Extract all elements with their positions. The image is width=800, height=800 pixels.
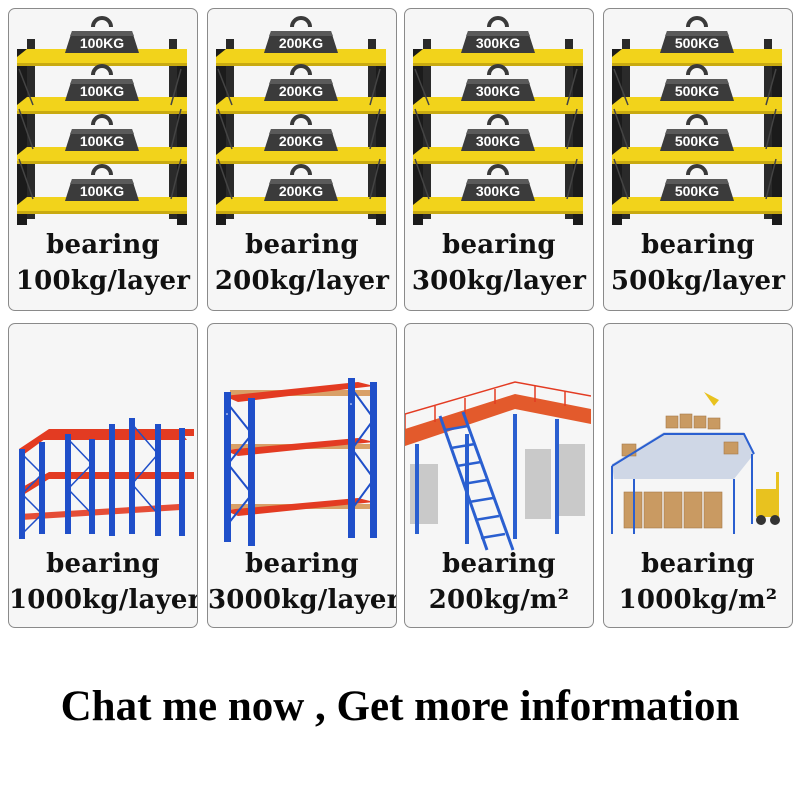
heavy-rack-image — [224, 378, 377, 546]
weight-label: 100KG — [80, 35, 124, 51]
card-caption-line2: 500kg/layer — [610, 266, 786, 296]
product-grid: 100KG 100KG 100KG 100KG bearing 100kg/layer… — [8, 8, 793, 628]
weight-label: 100KG — [80, 83, 124, 99]
weight-icon: 200KG — [264, 164, 338, 201]
card-100kg[interactable]: 100KG 100KG 100KG 100KG bearing 100kg/layer — [8, 8, 198, 311]
weight-icon: 500KG — [660, 114, 734, 151]
mezzanine-forklift-image — [611, 392, 780, 534]
weight-icon: 100KG — [65, 164, 139, 201]
weight-icon: 200KG — [264, 64, 338, 101]
weight-icon: 100KG — [65, 64, 139, 101]
shelving-200kg-image: 200KG 200KG 200KG 200KG — [216, 16, 386, 225]
card-caption-line1: bearing — [442, 230, 556, 260]
card-300kg[interactable]: 300KG 300KG 300KG 300KG bearing 300kg/layer — [404, 8, 594, 311]
weight-icon: 200KG — [264, 16, 338, 53]
weight-label: 300KG — [476, 35, 520, 51]
card-caption-line2: 200kg/m² — [428, 585, 570, 615]
card-caption-line2: 3000kg/layer — [208, 585, 397, 615]
weight-label: 300KG — [476, 83, 520, 99]
call-to-action-text: Chat me now , Get more information — [60, 683, 740, 730]
weight-icon: 300KG — [461, 164, 535, 201]
weight-icon: 200KG — [264, 114, 338, 151]
weight-icon: 500KG — [660, 164, 734, 201]
card-1000kg-layer[interactable]: bearing 1000kg/layer — [8, 323, 198, 628]
card-caption-line2: 200kg/layer — [214, 266, 390, 296]
weight-icon: 500KG — [660, 16, 734, 53]
card-caption-line1: bearing — [46, 230, 160, 260]
weight-icon: 500KG — [660, 64, 734, 101]
weight-icon: 300KG — [461, 64, 535, 101]
card-caption-line2: 100kg/layer — [15, 266, 191, 296]
weight-icon: 100KG — [65, 114, 139, 151]
card-caption-line1: bearing — [641, 549, 755, 579]
weight-label: 200KG — [279, 183, 323, 199]
weight-icon: 100KG — [65, 16, 139, 53]
weight-label: 100KG — [80, 183, 124, 199]
card-1000kg-m2[interactable]: bearing 1000kg/m² — [603, 323, 793, 628]
card-caption-line2: 1000kg/m² — [618, 585, 778, 615]
weight-label: 200KG — [279, 133, 323, 149]
card-caption-line1: bearing — [442, 549, 556, 579]
card-200kg[interactable]: 200KG 200KG 200KG 200KG bearing 200kg/layer — [207, 8, 397, 311]
weight-label: 500KG — [675, 35, 719, 51]
card-caption-line1: bearing — [245, 230, 359, 260]
card-caption-line1: bearing — [46, 549, 160, 579]
card-200kg-m2[interactable]: bearing 200kg/m² — [404, 323, 594, 628]
weight-label: 300KG — [476, 133, 520, 149]
weight-icon: 300KG — [461, 16, 535, 53]
card-caption-line1: bearing — [641, 230, 755, 260]
shelving-300kg-image: 300KG 300KG 300KG 300KG — [413, 16, 583, 225]
shelving-100kg-image: 100KG 100KG 100KG 100KG — [17, 16, 187, 225]
mezzanine-stairs-image — [405, 381, 591, 551]
weight-label: 500KG — [675, 183, 719, 199]
card-caption-line2: 1000kg/layer — [9, 585, 198, 615]
weight-icon: 300KG — [461, 114, 535, 151]
shelving-500kg-image: 500KG 500KG 500KG 500KG — [612, 16, 782, 225]
card-caption-line1: bearing — [245, 549, 359, 579]
card-500kg[interactable]: 500KG 500KG 500KG 500KG bearing 500kg/layer — [603, 8, 793, 311]
card-caption-line2: 300kg/layer — [411, 266, 587, 296]
weight-label: 300KG — [476, 183, 520, 199]
weight-label: 200KG — [279, 83, 323, 99]
weight-label: 100KG — [80, 133, 124, 149]
weight-label: 500KG — [675, 83, 719, 99]
pallet-rack-image — [19, 418, 194, 539]
weight-label: 500KG — [675, 133, 719, 149]
weight-label: 200KG — [279, 35, 323, 51]
card-3000kg-layer[interactable]: bearing 3000kg/layer — [207, 323, 397, 628]
